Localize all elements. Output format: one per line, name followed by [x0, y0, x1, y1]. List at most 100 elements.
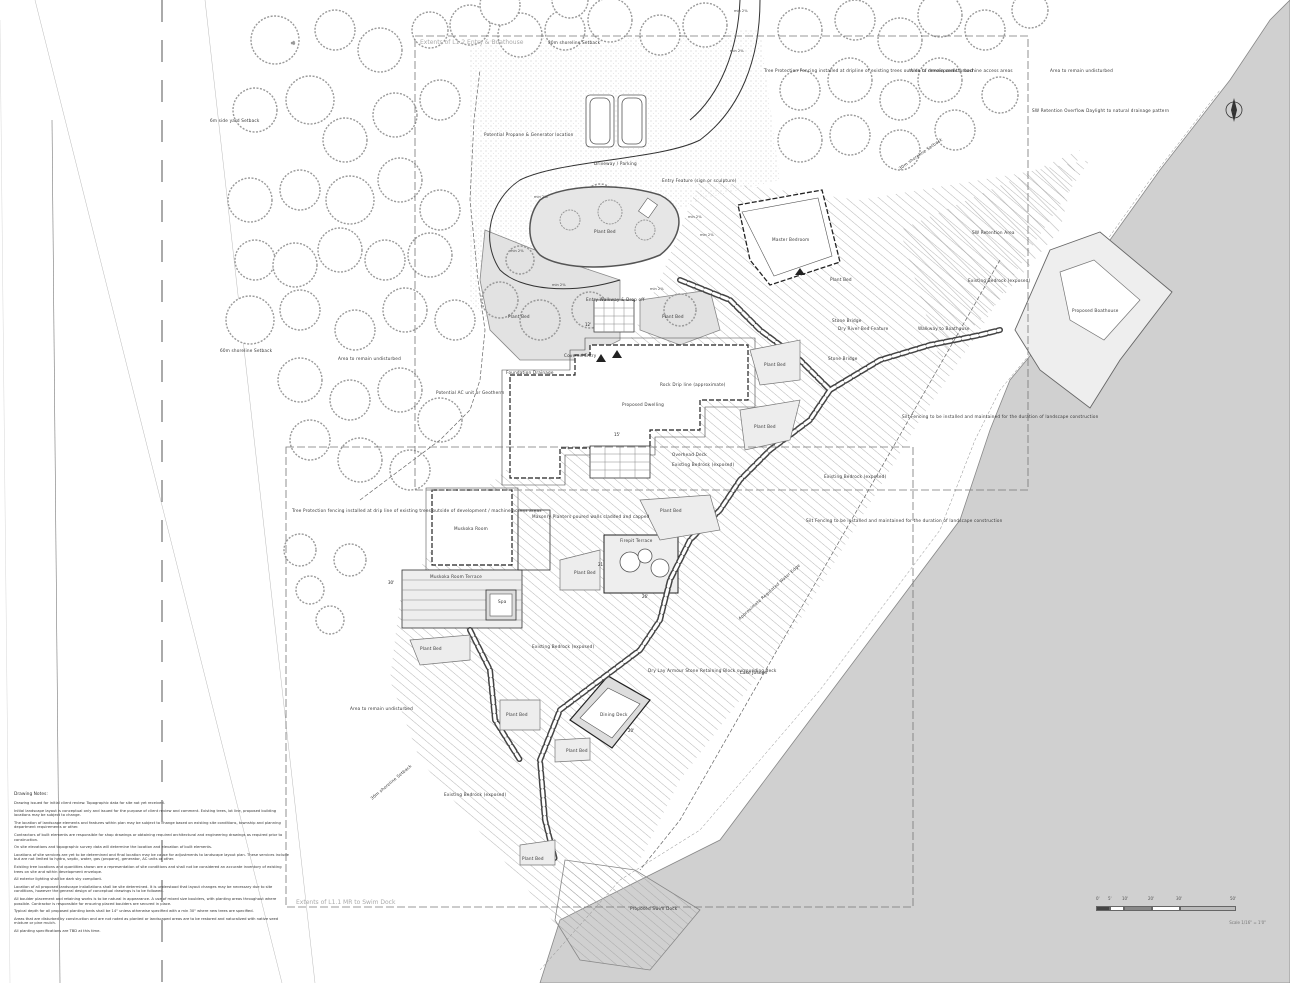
- rock-line-label: Rock Drip line (approximate): [660, 382, 726, 387]
- slope-g: min 2%: [730, 49, 744, 53]
- slope-b: min 2%: [510, 249, 524, 253]
- drawing-notes: Drawing Notes: Drawing issued for initia…: [14, 792, 289, 936]
- shoreline-setback-label: 30m shoreline Setback: [548, 40, 601, 45]
- driveway-label: Driveway / Parking: [594, 161, 637, 166]
- lake-joseph: [539, 0, 1290, 983]
- plant-bed-2: Plant Bed: [662, 314, 684, 319]
- swim-dock-label: Proposed Swim Dock: [630, 906, 678, 911]
- foundation-drainage-label: Foundation Drainage: [506, 370, 554, 375]
- existing-trees: [225, 0, 1049, 635]
- master-bedroom-label: Master Bedroom: [772, 237, 809, 242]
- masonry-planters-label: Masonry Planters poured walls cladded an…: [532, 514, 650, 519]
- dim-15: 15': [614, 432, 620, 437]
- scale-tick: 5': [1108, 896, 1112, 901]
- bedrock-label-3: Existing Bedrock (exposed): [672, 462, 735, 467]
- plant-bed-11: Plant Bed: [830, 277, 852, 282]
- sw-retention-label: SW Retention Area: [972, 230, 1015, 235]
- area-remain-3: Area to remain undisturbed: [350, 706, 413, 711]
- scale-seg: [1110, 906, 1124, 911]
- plant-bed-5: Plant Bed: [660, 508, 682, 513]
- stone-bridge-label-2: Stone Bridge: [828, 356, 858, 361]
- potential-ac-label: Potential AC unit or Geotherm: [436, 390, 505, 395]
- road-setback-label: 60m shoreline Setback: [220, 348, 273, 353]
- slope-c: min 2%: [552, 283, 566, 287]
- scale-seg: [1096, 906, 1110, 911]
- extents-swim-box: [285, 446, 914, 908]
- spa-label: Spa: [498, 599, 507, 604]
- plant-bed-4: Plant Bed: [754, 424, 776, 429]
- dwelling-label: Proposed Dwelling: [622, 402, 664, 407]
- plant-bed-6: Plant Bed: [574, 570, 596, 575]
- plant-bed-7: Plant Bed: [420, 646, 442, 651]
- plant-bed-1: Plant Bed: [508, 314, 530, 319]
- plant-bed-9: Plant Bed: [566, 748, 588, 753]
- scale-tick: 30': [1176, 896, 1183, 901]
- dim-12: 12': [585, 322, 591, 327]
- scale-tick: 10': [1122, 896, 1129, 901]
- dim-21: 21': [598, 562, 604, 567]
- dimension-labels: 12' 15' 21' 26' 20' 30': [388, 322, 648, 733]
- area-remain-1: Area to remain undisturbed: [338, 356, 401, 361]
- notes-title: Drawing Notes:: [14, 792, 48, 797]
- note-item: Locations of site services are yet to be…: [14, 852, 289, 862]
- extents-swim-label: Extents of L1.1 MR to Swim Dock: [296, 899, 396, 906]
- note-item: Location of all proposed landscape insta…: [14, 884, 273, 894]
- stone-bridge-label: Stone Bridge: [832, 318, 862, 323]
- note-item: All planting specifications are TBD at t…: [14, 928, 101, 933]
- scale-seg: [1152, 906, 1180, 911]
- bedrock-label-2: Existing Bedrock (exposed): [824, 474, 887, 479]
- overhead-deck: [589, 445, 651, 479]
- north-arrow: N: [1225, 98, 1243, 122]
- extents-entry-box: [414, 35, 1029, 491]
- boathouse-label: Proposed Boathouse: [1072, 308, 1119, 313]
- scale-seg: [1124, 906, 1152, 911]
- slope-h: min 2%: [734, 9, 748, 13]
- silt-fence: [359, 69, 1001, 871]
- plant-bed-island: Plant Bed: [594, 229, 616, 234]
- walkway-boathouse-label: Walkway to Boathouse: [918, 326, 970, 331]
- scale-tick: 0': [1096, 896, 1100, 901]
- tree-fence-label: Tree Protection Fencing installed at dri…: [763, 68, 1013, 73]
- area-remain-2: Area to remain undisturbed: [910, 68, 973, 73]
- tree-fence-label-2: Tree Protection fencing installed at dri…: [291, 508, 542, 513]
- bedrock-label-1: Existing Bedrock (exposed): [968, 278, 1031, 283]
- note-item: Typical depth for all proposed planting …: [14, 909, 254, 914]
- note-item: Contractors of built elements are respon…: [14, 832, 283, 842]
- muskoka-room-label: Muskoka Room: [454, 526, 488, 531]
- entry-walkway-label: Entry Walkway & Drop off: [586, 297, 645, 302]
- master-bedroom: [737, 189, 841, 286]
- central-island: [529, 186, 680, 268]
- road-lines: [0, 0, 316, 983]
- bedrock-hatch-east: [900, 150, 1080, 360]
- entry-feature-label: Entry Feature (sign or sculpture): [662, 178, 737, 183]
- bedrock-label-4: Existing Bedrock (exposed): [532, 644, 595, 649]
- scale-bar: 0' 5' 10' 20' 30' 50' Scale 1/16" = 1'0": [1096, 896, 1266, 926]
- slope-f: min 2%: [700, 233, 714, 237]
- lake-label: Lake Joseph: [740, 670, 767, 676]
- plant-bed-8: Plant Bed: [506, 712, 528, 717]
- note-item: Initial landscape layout is conceptual o…: [14, 808, 277, 818]
- plant-bed-10: Plant Bed: [522, 856, 544, 861]
- plant-bed-3: Plant Bed: [764, 362, 786, 367]
- dry-lay-label: Dry Lay Armour Stone Retaining Block sur…: [648, 668, 777, 673]
- walkway-plant-beds: [409, 339, 801, 866]
- slope-e: min 2%: [688, 215, 702, 219]
- silt-fencing-label-2: Silt Fencing to be installed and maintai…: [806, 518, 1003, 523]
- overhead-deck-label: Overhead Deck: [672, 452, 707, 457]
- note-item: The location of landscape elements and f…: [14, 820, 281, 830]
- firepit-terrace-label: Firepit Terrace: [620, 538, 653, 543]
- note-item: Drawing issued for initial client review…: [14, 801, 165, 805]
- proposed-dwelling: [501, 299, 756, 486]
- note-item: All boulder placement and retaining work…: [14, 896, 277, 906]
- covered-entry-label: Covered Entry: [564, 353, 597, 358]
- side-yard-label: 6m side yard Setback: [210, 118, 260, 123]
- note-item: On site elevations and topographic surve…: [14, 845, 213, 850]
- scale-caption: Scale 1/16" = 1'0": [1229, 920, 1266, 925]
- swim-dock: [554, 859, 701, 971]
- scale-tick: 50': [1230, 896, 1237, 901]
- parking-cars: [585, 94, 647, 148]
- dining-deck-label: Dining Deck: [600, 712, 628, 717]
- bedrock-label-5: Existing Bedrock (exposed): [444, 792, 507, 797]
- slope-a: min 2%: [534, 195, 548, 199]
- muskoka-terrace-label: Muskoka Room Terrace: [430, 574, 482, 579]
